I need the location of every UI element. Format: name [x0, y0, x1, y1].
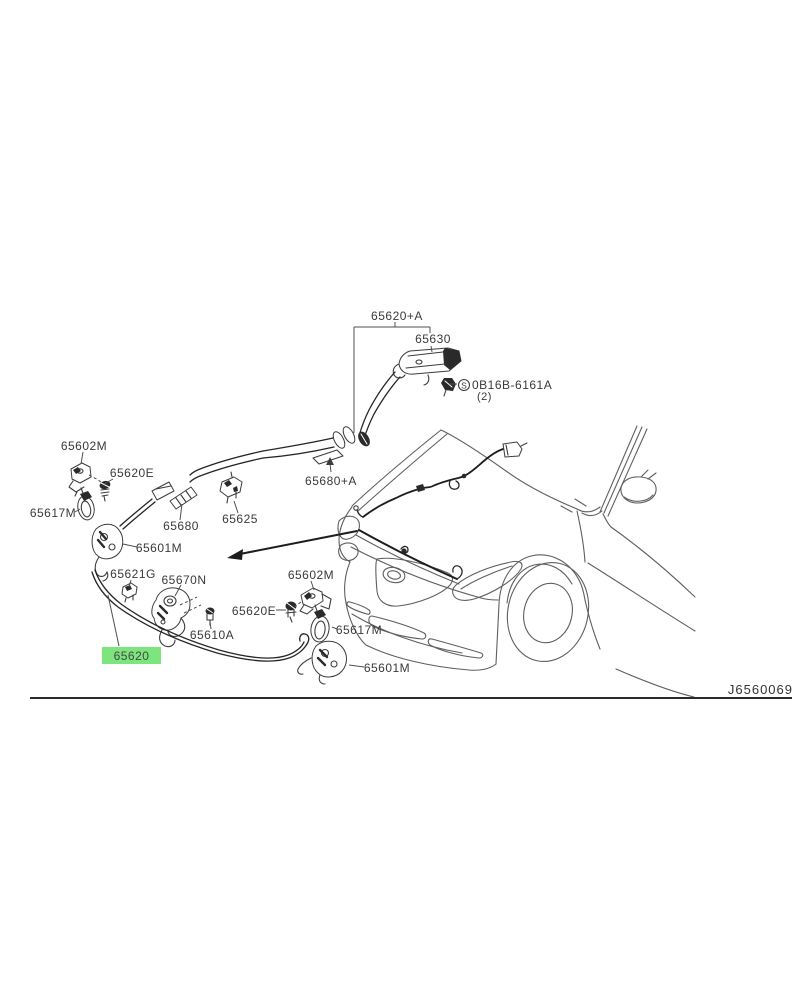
label-65621g: 65621G: [110, 567, 156, 581]
screw-symbol-circle: [457, 378, 471, 392]
side-mirror: [620, 476, 657, 504]
label-65670n: 65670N: [161, 573, 206, 587]
hook-left: [77, 487, 95, 521]
latch-center: [297, 640, 347, 685]
leader-lines: [74, 322, 457, 668]
cable-assembly-left: [68, 450, 264, 648]
label-screw-qty: (2): [477, 391, 492, 403]
wheel-rim: [523, 582, 573, 644]
diagram-code: J6560069: [728, 682, 793, 697]
screw-grommet-center: [285, 601, 297, 623]
label-65680-plus-a: 65680+A: [305, 474, 357, 488]
cable-assembly-center: [285, 587, 347, 685]
label-screw-number: 0B16B-6161A: [472, 378, 552, 392]
label-65625: 65625: [222, 512, 258, 526]
hood-edge-cable: [358, 529, 463, 580]
screw-grommet-left: [99, 480, 111, 502]
cable-clip-65625: [219, 471, 243, 504]
latch-left: [91, 523, 124, 582]
label-65620e-left: 65620E: [110, 466, 154, 480]
label-65680: 65680: [163, 519, 199, 533]
rear-cable-section: [91, 569, 310, 662]
car-body-outline: [337, 425, 696, 698]
cable-clamp-65621g: [121, 582, 138, 603]
lock-screw: [441, 378, 456, 397]
label-65610a: 65610A: [190, 628, 234, 642]
label-65601m-center: 65601M: [364, 661, 410, 675]
label-65602m-left: 65602M: [61, 439, 107, 453]
cable-connector: [502, 441, 523, 458]
cable-adjuster: [151, 481, 175, 501]
engine-room-cable: [353, 441, 528, 518]
hood-lock-assembly: [262, 347, 462, 459]
screw-symbol: S: [461, 381, 467, 391]
label-65620-highlighted: 65620: [114, 649, 150, 663]
insulator-sheet: [312, 449, 344, 465]
label-65602m-center: 65602M: [288, 568, 334, 582]
label-65617m-left: 65617M: [30, 506, 76, 520]
front-wheel: [506, 561, 590, 663]
callout-labels: 65620+A 65630 S 0B16B-6161A (2) 65602M 6…: [30, 309, 552, 675]
label-65620-plus-a: 65620+A: [371, 309, 423, 323]
grille: [375, 557, 453, 607]
headlight: [452, 560, 523, 601]
brand-badge: [382, 566, 406, 584]
label-65601m-left: 65601M: [136, 541, 182, 555]
fender-arch: [498, 554, 586, 605]
label-65630: 65630: [415, 332, 451, 346]
grommet-65610a: [205, 607, 215, 626]
hook-center: [310, 604, 330, 643]
highlight-box: [102, 647, 161, 664]
hood-lock-control: [151, 587, 191, 648]
label-65617m-center: 65617M: [336, 623, 382, 637]
location-arrow: [227, 530, 358, 560]
label-65620e-center: 65620E: [232, 604, 276, 618]
